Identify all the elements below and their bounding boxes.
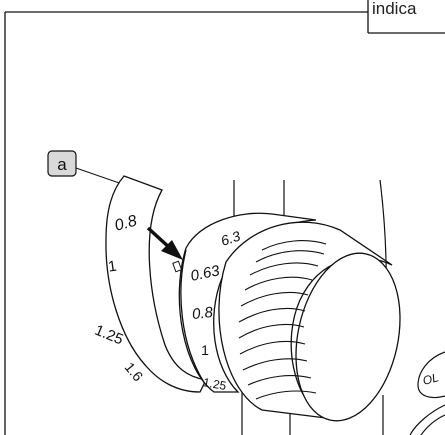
callout-a: a (47, 150, 129, 187)
knob-mark-3: 1 (201, 342, 209, 358)
knob-mark-4: 1.25 (202, 375, 228, 393)
knob-mark-2: 0.8 (191, 304, 214, 323)
zoom-knob (178, 212, 401, 422)
tape-mark-2: 1.25 (92, 322, 125, 349)
knob-mark-0: 6.3 (219, 228, 243, 249)
index-mark (172, 260, 183, 273)
knob-mark-1: 0.63 (189, 262, 222, 285)
tape-mark-1: 1 (107, 258, 118, 276)
tape-mark-0: 0.8 (113, 213, 139, 235)
adjacent-part (409, 351, 445, 435)
knob-scale-labels: 6.3 0.63 0.8 1 1.25 (172, 228, 243, 393)
side-label: OL (421, 370, 440, 388)
header-text: indica (372, 0, 417, 18)
pointer-arrow (146, 226, 183, 260)
callout-label: a (57, 155, 67, 174)
figure-frame (4, 0, 445, 435)
